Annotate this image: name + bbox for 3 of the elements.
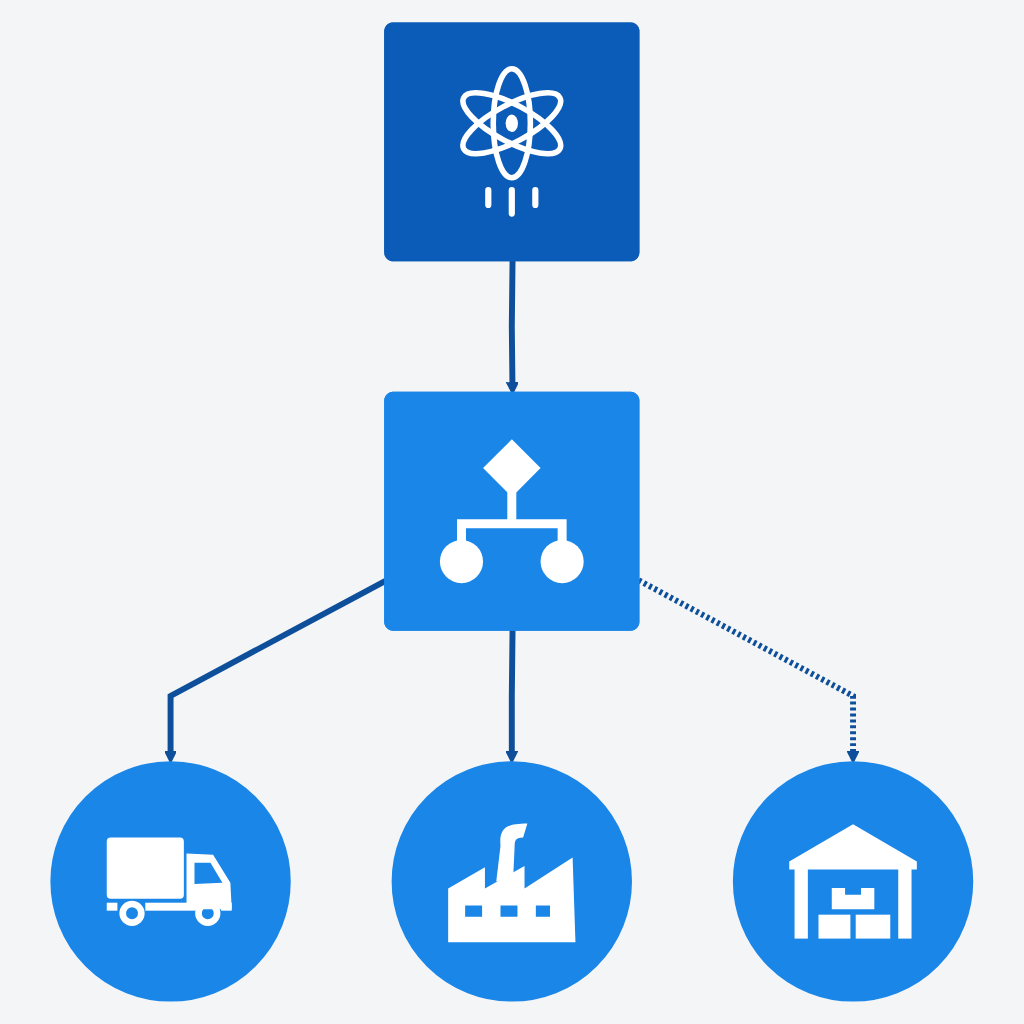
process-box [384, 391, 640, 631]
process-box [384, 22, 640, 262]
arrow [505, 629, 519, 764]
